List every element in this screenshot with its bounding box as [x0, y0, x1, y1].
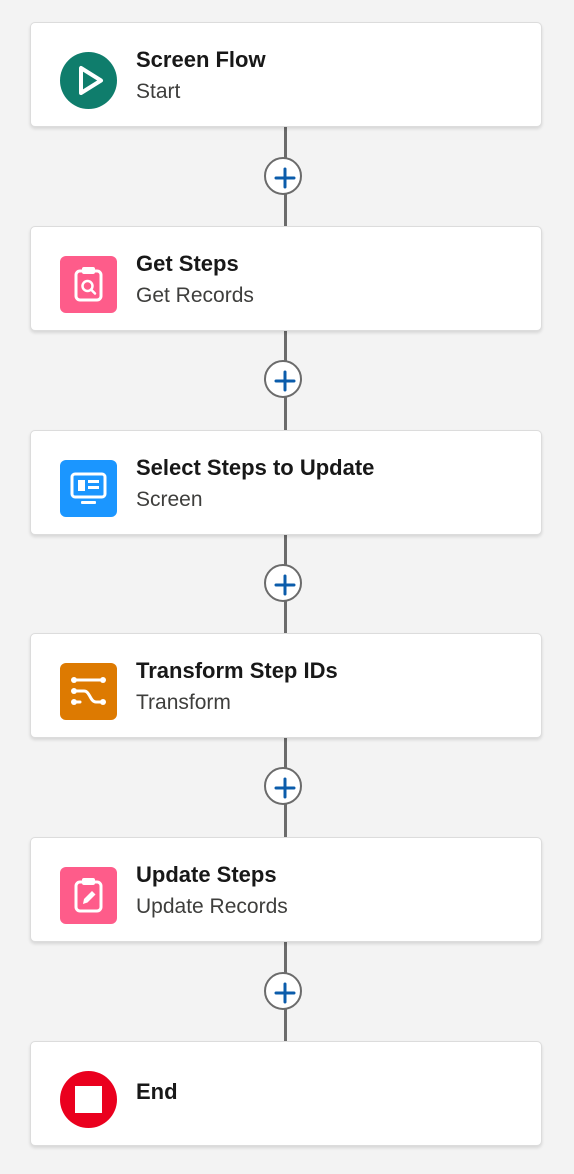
- flow-node-update-steps[interactable]: Update Steps Update Records: [30, 837, 542, 942]
- plus-icon: [274, 982, 296, 1004]
- screen-icon: [60, 460, 117, 517]
- flow-node-start[interactable]: Screen Flow Start: [30, 22, 542, 127]
- node-title: Screen Flow: [136, 47, 266, 72]
- flow-node-select-steps[interactable]: Select Steps to Update Screen: [30, 430, 542, 535]
- add-element-button[interactable]: [264, 564, 302, 602]
- node-title: Transform Step IDs: [136, 658, 338, 683]
- add-element-button[interactable]: [264, 157, 302, 195]
- flow-node-end[interactable]: End: [30, 1041, 542, 1146]
- flow-node-transform[interactable]: Transform Step IDs Transform: [30, 633, 542, 738]
- add-element-button[interactable]: [264, 767, 302, 805]
- node-type: Transform: [136, 691, 231, 714]
- node-title: Update Steps: [136, 862, 277, 887]
- stop-icon: [60, 1071, 117, 1128]
- add-element-button[interactable]: [264, 972, 302, 1010]
- plus-icon: [274, 574, 296, 596]
- plus-icon: [274, 777, 296, 799]
- plus-icon: [274, 370, 296, 392]
- play-icon: [60, 52, 117, 109]
- node-title: Get Steps: [136, 251, 239, 276]
- transform-icon: [60, 663, 117, 720]
- node-type: Screen: [136, 488, 203, 511]
- plus-icon: [274, 167, 296, 189]
- node-type: Update Records: [136, 895, 288, 918]
- node-title: End: [136, 1079, 178, 1104]
- flow-node-get-steps[interactable]: Get Steps Get Records: [30, 226, 542, 331]
- node-type: Start: [136, 80, 181, 103]
- node-title: Select Steps to Update: [136, 455, 375, 480]
- node-type: Get Records: [136, 284, 254, 307]
- get-records-icon: [60, 256, 117, 313]
- update-records-icon: [60, 867, 117, 924]
- add-element-button[interactable]: [264, 360, 302, 398]
